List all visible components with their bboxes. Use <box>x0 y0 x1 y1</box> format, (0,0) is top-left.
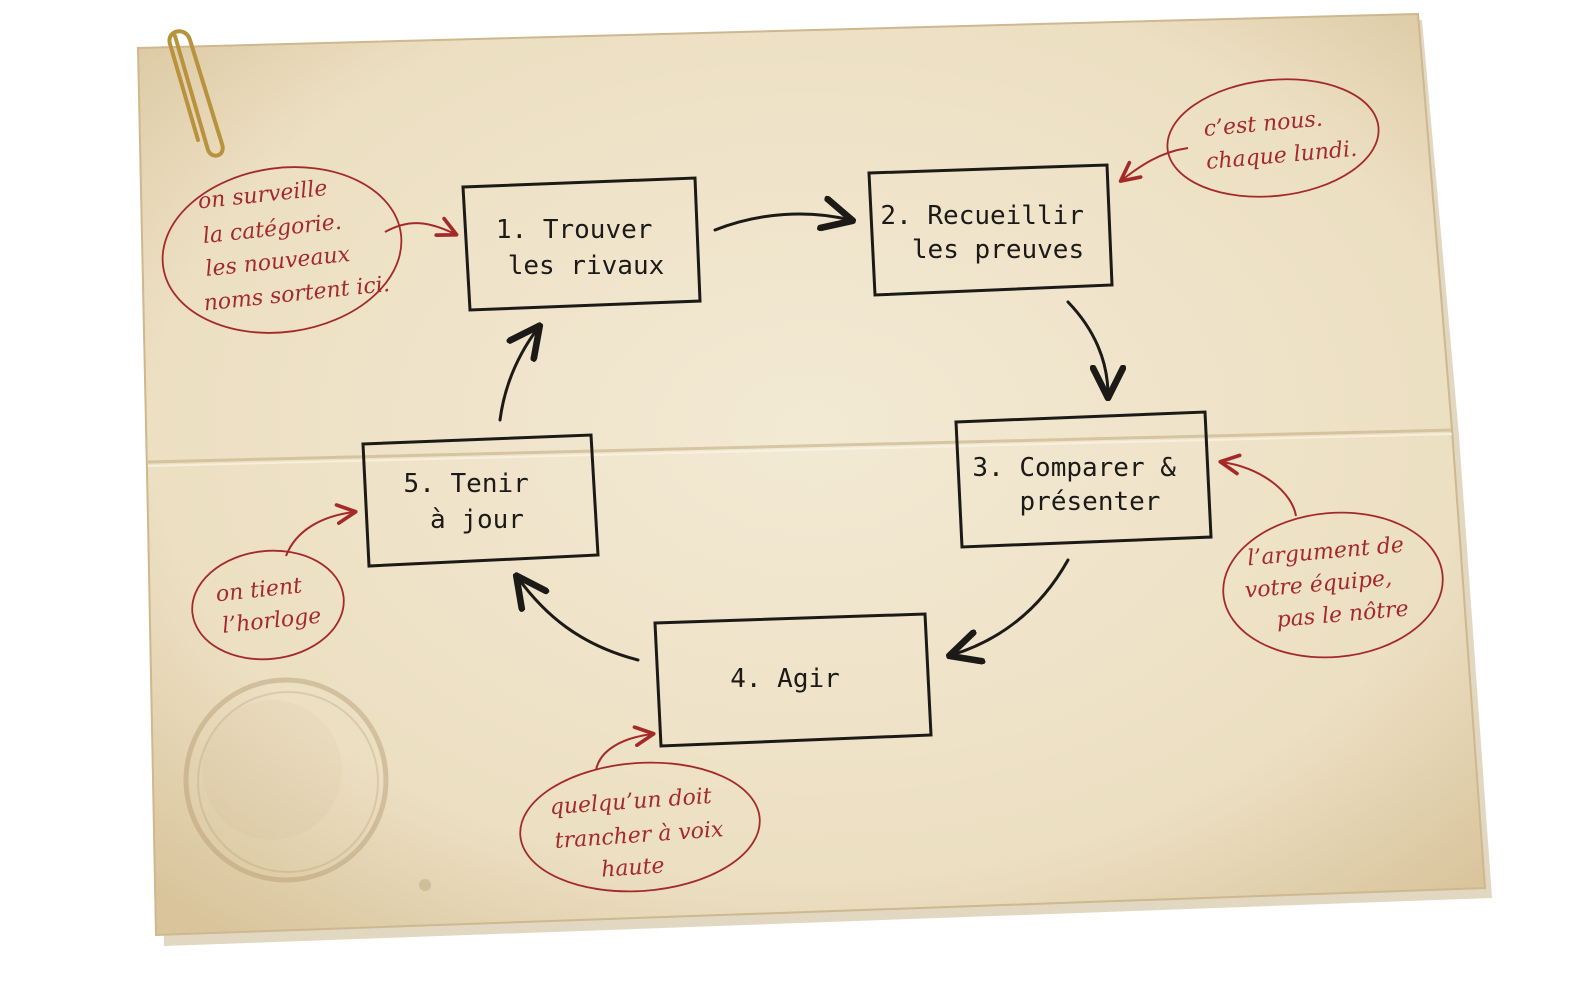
arrow-step5-to-step1 <box>498 328 538 422</box>
step-label-1: 1. Trouver les rivaux <box>496 215 668 281</box>
step-box-1: 1. Trouver les rivaux <box>461 176 702 312</box>
arrow-step4-to-step5 <box>518 578 640 662</box>
step-label-4: 4. Agir <box>730 664 840 694</box>
paper-card <box>136 12 1492 946</box>
step-label-2: 2. Recueillir les preuves <box>880 201 1099 265</box>
step-box-2: 2. Recueillir les preuves <box>867 163 1114 297</box>
step-box-4: 4. Agir <box>653 612 933 748</box>
step-label-5: 5. Tenir à jour <box>404 469 545 535</box>
annotation-arrow-4 <box>595 725 656 771</box>
step-label-3: 3. Comparer & présenter <box>972 453 1191 517</box>
cycle-arrows <box>498 214 1108 662</box>
annotation-arrow-2 <box>1118 147 1189 183</box>
arrow-step1-to-step2 <box>713 214 850 232</box>
annotation-arrow-1 <box>384 216 459 237</box>
annotation-arrow-3 <box>1218 453 1297 517</box>
paperclip-icon <box>167 29 225 158</box>
step-box-3: 3. Comparer & présenter <box>954 410 1213 549</box>
annotation-arrow-5 <box>285 503 358 557</box>
coffee-stain <box>183 677 431 891</box>
step-box-5: 5. Tenir à jour <box>361 433 600 568</box>
arrow-step3-to-step4 <box>952 558 1070 655</box>
arrow-step2-to-step3 <box>1066 300 1108 395</box>
